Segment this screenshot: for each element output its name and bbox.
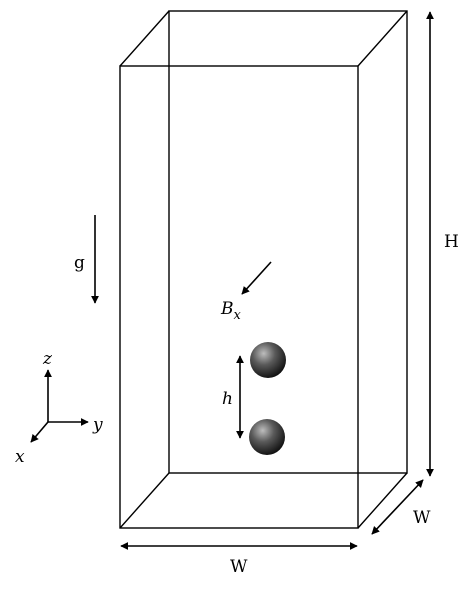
magnetic-field-label-subscript: x: [234, 308, 242, 323]
domain-box: [119, 10, 408, 529]
box-edge-top-left: [119, 10, 170, 67]
upper-sphere: [250, 342, 286, 378]
side-width-dimension-arrow: [371, 479, 424, 535]
x-axis-arrow: [30, 421, 49, 443]
gravity-label: g: [74, 253, 85, 273]
magnetic-field-label: Bx: [220, 299, 242, 323]
separation-label: h: [222, 389, 233, 409]
height-label: H: [444, 232, 459, 252]
magnetic-field-arrow: [241, 261, 272, 295]
box-back-face: [168, 10, 408, 474]
y-axis-label: y: [92, 415, 103, 435]
box-edge-bottom-left: [119, 472, 170, 529]
box-edge-bottom-right: [357, 472, 408, 529]
magnetic-field-label-base: B: [220, 299, 234, 319]
coordinate-axes: z y x: [15, 349, 103, 467]
lower-sphere: [249, 419, 285, 455]
box-front-face: [119, 65, 359, 529]
x-axis-label: x: [15, 447, 25, 467]
side-width-label: W: [413, 508, 431, 528]
front-width-label: W: [230, 557, 248, 577]
box-edge-top-right: [357, 10, 408, 67]
z-axis-label: z: [42, 349, 53, 369]
